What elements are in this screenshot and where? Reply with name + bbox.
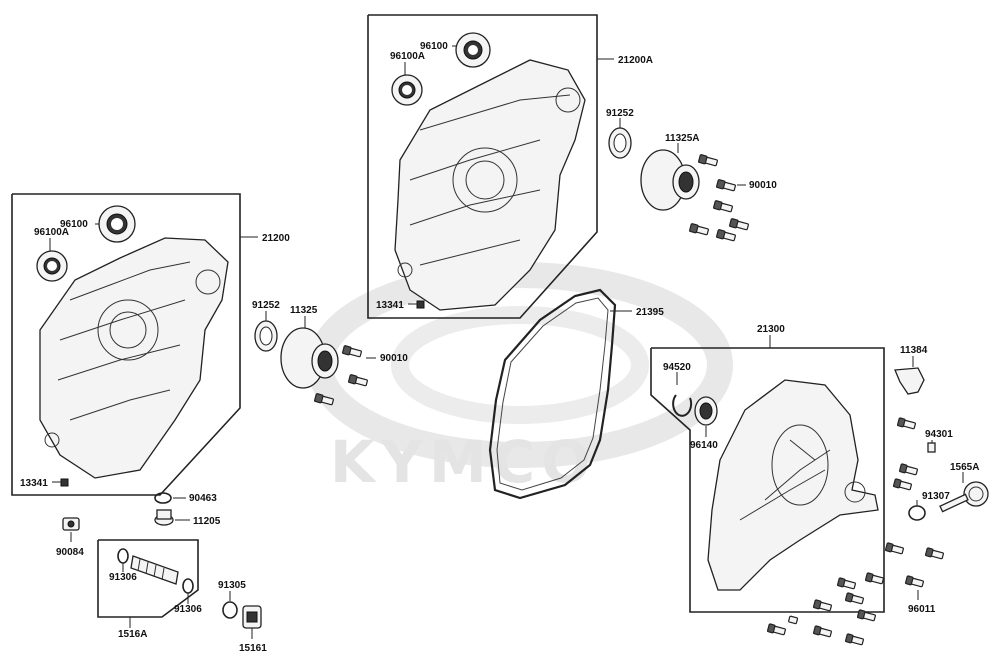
- label-90010-top: 90010: [749, 180, 777, 191]
- middle-hub-group: 91252 11325 90010: [252, 300, 408, 406]
- bearing-96100A-top: [391, 74, 423, 106]
- label-21200A: 21200A: [618, 55, 653, 66]
- group-box-21200: [11, 193, 241, 496]
- bolt-set-96011: [766, 417, 944, 646]
- gasket-21395: [488, 288, 617, 500]
- bearing-96100-left: [98, 205, 136, 243]
- plug-11205: [154, 509, 174, 526]
- label-94301: 94301: [925, 429, 953, 440]
- label-11205: 11205: [193, 516, 221, 527]
- label-1565A: 1565A: [950, 462, 979, 473]
- label-96100-left: 96100: [60, 219, 88, 230]
- label-15161: 15161: [239, 643, 267, 654]
- label-11325A: 11325A: [665, 133, 699, 144]
- oil-filler-cap-1565A: [939, 481, 989, 513]
- label-96100-top: 96100: [420, 41, 448, 52]
- label-21300: 21300: [757, 324, 785, 335]
- crankcase-cover-21300: [707, 379, 879, 591]
- label-90010-middle: 90010: [380, 353, 408, 364]
- label-91305: 91305: [218, 580, 246, 591]
- oil-seal-91252-middle: [254, 320, 278, 352]
- hub-11325A: [640, 149, 700, 211]
- gasket-group: 21395: [488, 288, 664, 500]
- label-21200: 21200: [262, 233, 290, 244]
- plug-90084: [62, 517, 80, 531]
- hub-11325: [280, 327, 339, 389]
- label-21395: 21395: [636, 307, 664, 318]
- bolt-set-90010-top: [689, 154, 749, 242]
- group-box-21300: [650, 347, 885, 613]
- label-91307: 91307: [922, 491, 950, 502]
- crankcase-left-part: [39, 237, 229, 479]
- drain-plug-15161: [242, 605, 262, 629]
- label-91306-b: 91306: [174, 604, 202, 615]
- label-90084: 90084: [56, 547, 84, 558]
- dowel-94301: [927, 442, 936, 453]
- top-hub-group: 91252 11325A 90010: [606, 108, 777, 242]
- cable-clip-11384: [894, 367, 925, 395]
- label-96011: 96011: [908, 604, 936, 615]
- label-96100A-top: 96100A: [390, 51, 425, 62]
- group-box-1516A: [97, 539, 199, 618]
- bearing-96100A-left: [36, 250, 68, 282]
- group-box-21200A: [367, 14, 598, 319]
- left-crankcase-group: 96100 96100A 21200 13341: [11, 193, 290, 496]
- watermark-text: KYMCO: [330, 428, 597, 496]
- bearing-96100-top: [455, 32, 491, 68]
- label-96100A-left: 96100A: [34, 227, 69, 238]
- label-11384: 11384: [900, 345, 928, 356]
- o-ring-90463: [154, 492, 172, 504]
- oil-strainer-1516A: [130, 555, 179, 585]
- o-ring-91306-b: [182, 578, 194, 594]
- right-cover-group: 21300 11384 94520 96140 94301 1565A 9130…: [650, 324, 989, 646]
- oil-seal-91252-top: [608, 127, 632, 159]
- label-1516A: 1516A: [118, 629, 147, 640]
- dowel-13341-left: [60, 478, 69, 487]
- label-90463: 90463: [189, 493, 217, 504]
- label-94520: 94520: [663, 362, 691, 373]
- dowel-13341-top: [416, 300, 425, 309]
- label-96140: 96140: [690, 440, 718, 451]
- bolt-set-90010-middle: [314, 345, 368, 406]
- o-ring-91307: [908, 505, 926, 521]
- label-91252-middle: 91252: [252, 300, 280, 311]
- small-parts-group: 90463 11205 90084 91306 91306 1516A 9130…: [56, 492, 267, 654]
- crankcase-right-part: [394, 59, 586, 311]
- label-11325: 11325: [290, 305, 318, 316]
- label-91252-top: 91252: [606, 108, 634, 119]
- circlip-94520: [672, 394, 693, 417]
- label-13341-top: 13341: [376, 300, 404, 311]
- label-13341-left: 13341: [20, 478, 48, 489]
- label-91306-a: 91306: [109, 572, 137, 583]
- bearing-96140: [694, 396, 718, 426]
- top-crankcase-group: 96100 96100A 21200A 13341: [367, 14, 653, 319]
- o-ring-91306-a: [117, 548, 129, 564]
- o-ring-91305: [222, 601, 238, 619]
